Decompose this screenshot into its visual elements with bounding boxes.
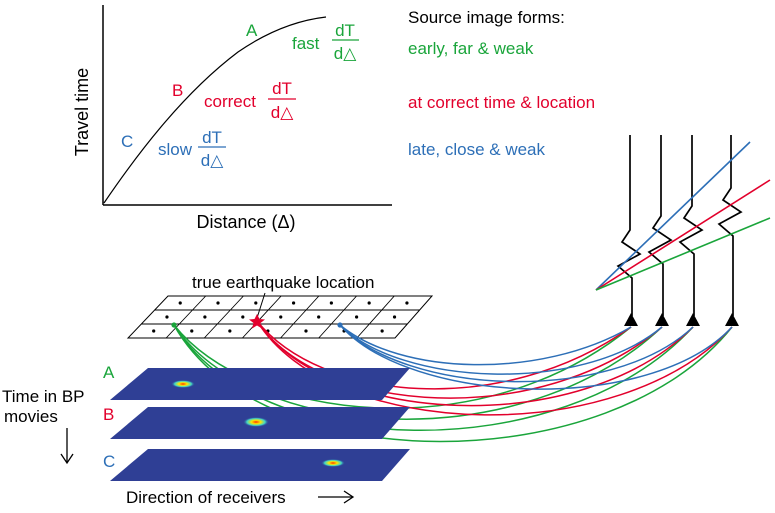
grid-dot xyxy=(178,301,182,305)
seismogram-trace xyxy=(616,135,642,316)
slowness-line-A xyxy=(595,217,771,291)
travel-time-curve xyxy=(103,16,327,204)
ray-B xyxy=(256,320,632,390)
grid-dot xyxy=(279,315,283,319)
grid-dot xyxy=(405,301,409,305)
grid-line xyxy=(165,295,207,339)
grid-dot xyxy=(367,301,371,305)
bp-frame-label-B: B xyxy=(103,405,114,424)
point-label-B: B xyxy=(172,81,183,100)
bp-frame-peak xyxy=(171,380,195,388)
grid-dot xyxy=(380,329,384,333)
grid-dot xyxy=(165,315,169,319)
time-axis-label-line2: movies xyxy=(4,407,58,426)
source-grid: true earthquake location xyxy=(126,273,434,339)
legend-title: Source image forms: xyxy=(408,8,565,27)
ray-B xyxy=(256,320,663,399)
travel-time-plot: Travel time Distance (Δ) A fast dT d△ B … xyxy=(72,5,392,232)
slow-fraction-numerator: dT xyxy=(202,128,222,147)
grid-dots xyxy=(152,301,409,333)
triangle-icon xyxy=(655,313,669,326)
grid-dot xyxy=(304,329,308,333)
seismogram-trace xyxy=(678,135,704,316)
direction-label: Direction of receivers xyxy=(126,488,286,507)
grid-line xyxy=(242,295,282,339)
time-axis-label-line1: Time in BP xyxy=(2,387,85,406)
grid-dot xyxy=(241,315,245,319)
correct-label: correct xyxy=(204,92,256,111)
point-label-A: A xyxy=(246,21,258,40)
ray-C xyxy=(339,324,694,383)
correct-fraction-denominator: d△ xyxy=(271,103,294,122)
bp-frame-B xyxy=(110,407,410,439)
triangle-icon xyxy=(686,313,700,326)
grid-line xyxy=(356,295,395,339)
slowness-line-C xyxy=(595,141,751,291)
y-axis-label: Travel time xyxy=(72,68,92,156)
grid-dot xyxy=(355,315,359,319)
bp-frame-peak xyxy=(243,417,269,427)
seismogram-trace xyxy=(717,135,743,316)
true-location-label: true earthquake location xyxy=(192,273,374,292)
bp-frame-C xyxy=(110,449,410,481)
grid-dot xyxy=(216,301,220,305)
ray-C xyxy=(339,324,733,390)
grid-line xyxy=(280,295,320,339)
grid-line xyxy=(203,295,244,339)
ray-C xyxy=(339,324,632,366)
bp-movie-frames: A B C Time in BP movies Direction of rec… xyxy=(2,363,410,507)
legend-A: early, far & weak xyxy=(408,39,534,58)
fast-label: fast xyxy=(292,34,320,53)
correct-fraction-numerator: dT xyxy=(272,79,292,98)
grid-lines xyxy=(141,295,420,339)
legend-C: late, close & weak xyxy=(408,140,546,159)
ray-C xyxy=(339,324,663,375)
bp-frame-A xyxy=(110,368,410,400)
ray-B xyxy=(256,320,694,407)
seismogram-panel xyxy=(595,135,771,326)
grid-dot xyxy=(152,329,156,333)
grid-dot xyxy=(392,315,397,319)
true-location-pointer xyxy=(256,292,266,319)
bp-frame-label-A: A xyxy=(103,363,115,382)
triangle-icon xyxy=(624,313,638,326)
slowness-line-B xyxy=(595,179,771,291)
bp-frame-label-C: C xyxy=(103,452,115,471)
grid-dot xyxy=(329,301,333,305)
ray-B xyxy=(256,320,733,416)
grid-dot xyxy=(291,301,296,305)
grid-dot xyxy=(254,301,258,305)
grid-dot xyxy=(190,329,194,333)
seismogram-trace xyxy=(647,135,673,316)
point-label-C: C xyxy=(121,132,133,151)
slow-label: slow xyxy=(158,140,193,159)
legend-B: at correct time & location xyxy=(408,93,595,112)
triangle-icon xyxy=(725,313,739,326)
slow-fraction-denominator: d△ xyxy=(201,151,224,170)
x-axis-label: Distance (Δ) xyxy=(196,212,295,232)
grid-dot xyxy=(203,315,207,319)
fast-fraction-numerator: dT xyxy=(335,21,355,40)
fast-fraction-denominator: d△ xyxy=(334,44,357,63)
bp-frame-panel xyxy=(110,368,410,400)
grid-dot xyxy=(317,315,321,319)
arrow-down-icon xyxy=(60,453,74,465)
source-image-legend: Source image forms: early, far & weak at… xyxy=(408,8,595,159)
grid-line xyxy=(318,295,357,339)
arrow-right-icon xyxy=(343,490,355,504)
bp-frame-peak xyxy=(321,459,345,467)
grid-dot xyxy=(228,329,232,333)
bp-frame-panel xyxy=(110,449,410,481)
